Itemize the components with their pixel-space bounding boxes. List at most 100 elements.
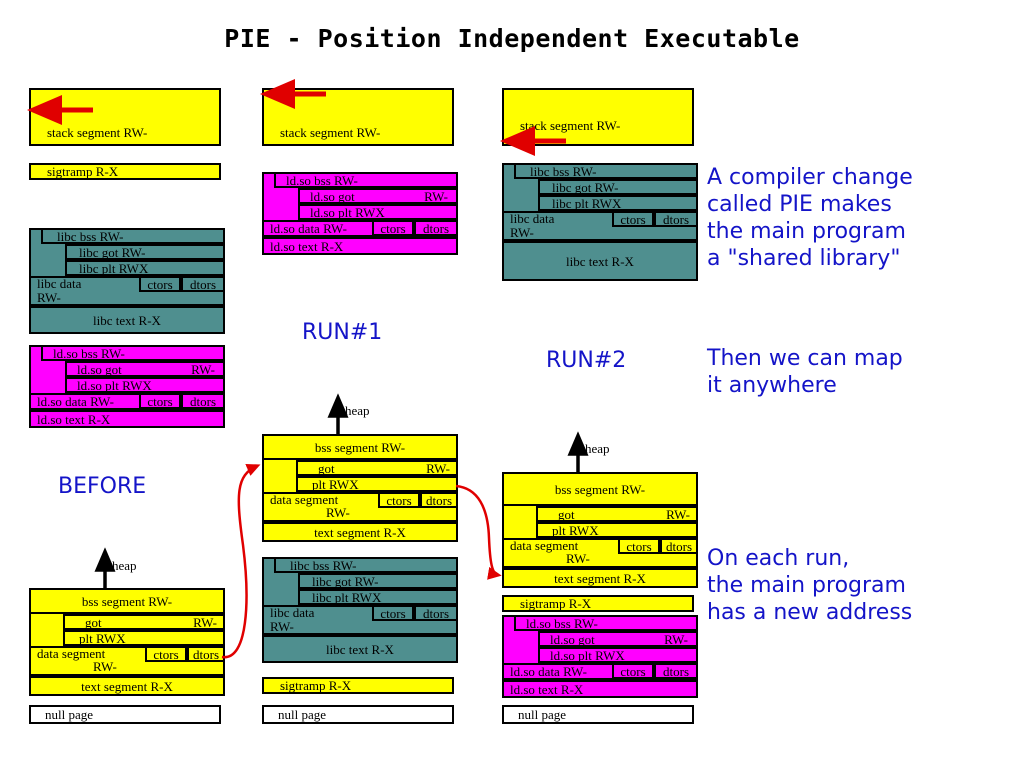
null-page-label: null page: [518, 707, 567, 722]
ldso-ctors-row: ctors: [139, 393, 181, 409]
ldso-dtors-label: dtors: [190, 394, 216, 409]
libc-plt-row: libc plt RWX: [65, 260, 225, 276]
libc-data-label: libc data: [37, 276, 82, 291]
libc-plt-label: libc plt RWX: [312, 590, 382, 605]
bss-segment-label: bss segment RW-: [314, 440, 406, 455]
ldso-got-row: ld.so got RW-: [65, 361, 225, 377]
libc-text-row: libc text R-X: [502, 241, 698, 281]
ctors-row: ctors: [145, 646, 187, 662]
dtors-label: dtors: [426, 493, 452, 508]
dtors-row: dtors: [187, 646, 225, 662]
ctors-label: ctors: [626, 539, 652, 554]
ldso-text-label: ld.so text R-X: [510, 682, 584, 697]
ldso-text-row: ld.so text R-X: [29, 410, 225, 428]
sigtramp-label: sigtramp R-X: [280, 678, 352, 693]
run1-heap-label: heap: [345, 403, 370, 418]
ldso-data-label: ld.so data RW-: [270, 221, 347, 236]
libc-bss-label: libc bss RW-: [57, 229, 124, 244]
ldso-bss-label: ld.so bss RW-: [53, 346, 125, 361]
run2-libc-group: libc bss RW- libc got RW- libc plt RWX l…: [502, 163, 698, 281]
ldso-plt-row: ld.so plt RWX: [65, 377, 225, 393]
column-label-run2: RUN#2: [546, 348, 627, 373]
libc-got-row: libc got RW-: [65, 244, 225, 260]
ldso-got-perm-label: RW-: [664, 632, 688, 647]
ldso-got-perm-label: RW-: [191, 362, 215, 377]
libc-dtors-row: dtors: [654, 211, 698, 227]
text-segment-label: text segment R-X: [81, 679, 173, 694]
text-segment-row: text segment R-X: [262, 522, 458, 542]
ldso-bss-label: ld.so bss RW-: [526, 616, 598, 631]
ldso-ctors-label: ctors: [147, 394, 173, 409]
libc-data-perm-label: RW-: [270, 619, 294, 634]
ldso-dtors-row: dtors: [414, 220, 458, 236]
ldso-dtors-row: dtors: [654, 663, 698, 679]
run2-null-page: null page: [502, 705, 694, 724]
got-row: got RW-: [296, 460, 458, 476]
ctors-row: ctors: [618, 538, 660, 554]
note-map-anywhere: Then we can map it anywhere: [707, 346, 903, 398]
ldso-got-label: ld.so got: [550, 632, 595, 647]
got-row: got RW-: [63, 614, 225, 630]
ldso-got-row: ld.so got RW-: [298, 188, 458, 204]
ldso-got-perm-label: RW-: [424, 189, 448, 204]
ldso-plt-label: ld.so plt RWX: [310, 205, 385, 220]
ldso-got-label: ld.so got: [77, 362, 122, 377]
dtors-label: dtors: [193, 647, 219, 662]
libc-dtors-row: dtors: [414, 605, 458, 621]
before-sigtramp: sigtramp R-X: [29, 163, 221, 180]
libc-text-label: libc text R-X: [326, 642, 394, 657]
column-label-run1: RUN#1: [302, 320, 383, 345]
libc-data-label: libc data: [270, 605, 315, 620]
data-segment-label: data segment: [510, 538, 579, 553]
plt-row: plt RWX: [296, 476, 458, 492]
libc-got-label: libc got RW-: [312, 574, 379, 589]
before-stack-segment: stack segment RW-: [29, 88, 221, 146]
ldso-bss-label: ld.so bss RW-: [286, 173, 358, 188]
relocation-arrow-2: [455, 484, 502, 580]
libc-dtors-label: dtors: [190, 277, 216, 292]
stack-segment-label: stack segment RW-: [280, 125, 381, 140]
plt-row: plt RWX: [63, 630, 225, 646]
libc-ctors-label: ctors: [620, 212, 646, 227]
run2-main-program-group: bss segment RW- got RW- plt RWX data seg…: [502, 472, 698, 588]
ldso-plt-label: ld.so plt RWX: [550, 648, 625, 663]
ldso-got-row: ld.so got RW-: [538, 631, 698, 647]
got-perm-label: RW-: [426, 461, 450, 476]
ctors-label: ctors: [386, 493, 412, 508]
ldso-plt-row: ld.so plt RWX: [538, 647, 698, 663]
ldso-dtors-label: dtors: [423, 221, 449, 236]
data-segment-perm-label: RW-: [566, 551, 590, 566]
libc-text-label: libc text R-X: [566, 254, 634, 269]
dtors-label: dtors: [666, 539, 692, 554]
stack-segment-label: stack segment RW-: [520, 118, 621, 133]
ldso-got-label: ld.so got: [310, 189, 355, 204]
bss-segment-row: bss segment RW-: [502, 472, 698, 506]
run2-sigtramp: sigtramp R-X: [502, 595, 694, 612]
ldso-text-row: ld.so text R-X: [502, 680, 698, 698]
relocation-arrow-1: [221, 463, 261, 659]
libc-plt-row: libc plt RWX: [538, 195, 698, 211]
libc-plt-label: libc plt RWX: [79, 261, 149, 276]
ldso-ctors-row: ctors: [372, 220, 414, 236]
libc-got-label: libc got RW-: [79, 245, 146, 260]
plt-label: plt RWX: [79, 631, 126, 646]
ldso-ctors-label: ctors: [380, 221, 406, 236]
ldso-text-label: ld.so text R-X: [37, 412, 111, 427]
libc-dtors-label: dtors: [423, 606, 449, 621]
bss-segment-label: bss segment RW-: [81, 594, 173, 609]
got-label: got: [85, 615, 102, 630]
got-row: got RW-: [536, 506, 698, 522]
column-label-before: BEFORE: [58, 474, 147, 499]
before-heap-label: heap: [112, 558, 137, 573]
libc-bss-row: libc bss RW-: [274, 557, 458, 573]
got-perm-label: RW-: [193, 615, 217, 630]
ldso-plt-label: ld.so plt RWX: [77, 378, 152, 393]
libc-bss-label: libc bss RW-: [530, 164, 597, 179]
libc-got-label: libc got RW-: [552, 180, 619, 195]
page-title: PIE - Position Independent Executable: [224, 24, 800, 53]
libc-bss-row: libc bss RW-: [514, 163, 698, 179]
data-segment-row: data segment RW-: [502, 538, 698, 568]
ldso-data-label: ld.so data RW-: [37, 394, 114, 409]
null-page-label: null page: [278, 707, 327, 722]
